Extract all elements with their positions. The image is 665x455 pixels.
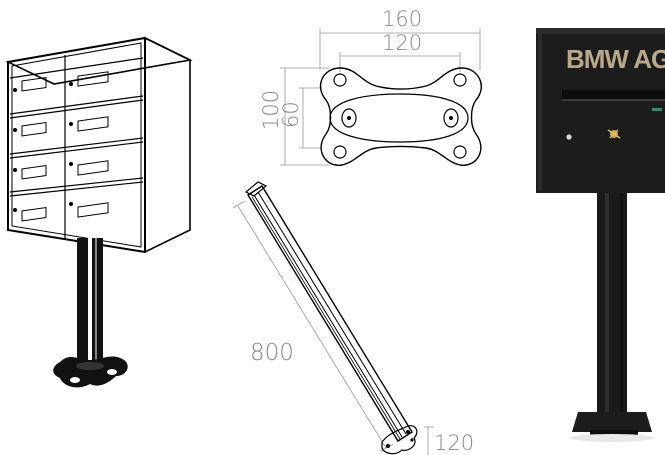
base-plate-icon [53, 356, 128, 388]
mailbox-cluster-drawing [5, 36, 193, 388]
width-outer-label: 160 [382, 7, 422, 31]
foot-size-label: 120 [434, 431, 474, 455]
height-outer-label: 100 [259, 90, 283, 130]
post-length-label: 800 [250, 340, 294, 366]
key-icon [607, 129, 621, 139]
width-inner-label: 120 [382, 31, 422, 55]
post-icon [77, 238, 103, 366]
mailbox-photo: BMW AG [536, 28, 665, 442]
foot-plate-drawing: 160 120 100 60 [259, 7, 482, 166]
height-inner-label: 60 [279, 101, 303, 128]
brand-lettering: BMW AG [566, 44, 665, 74]
post-drawing: 800 120 [232, 181, 474, 455]
